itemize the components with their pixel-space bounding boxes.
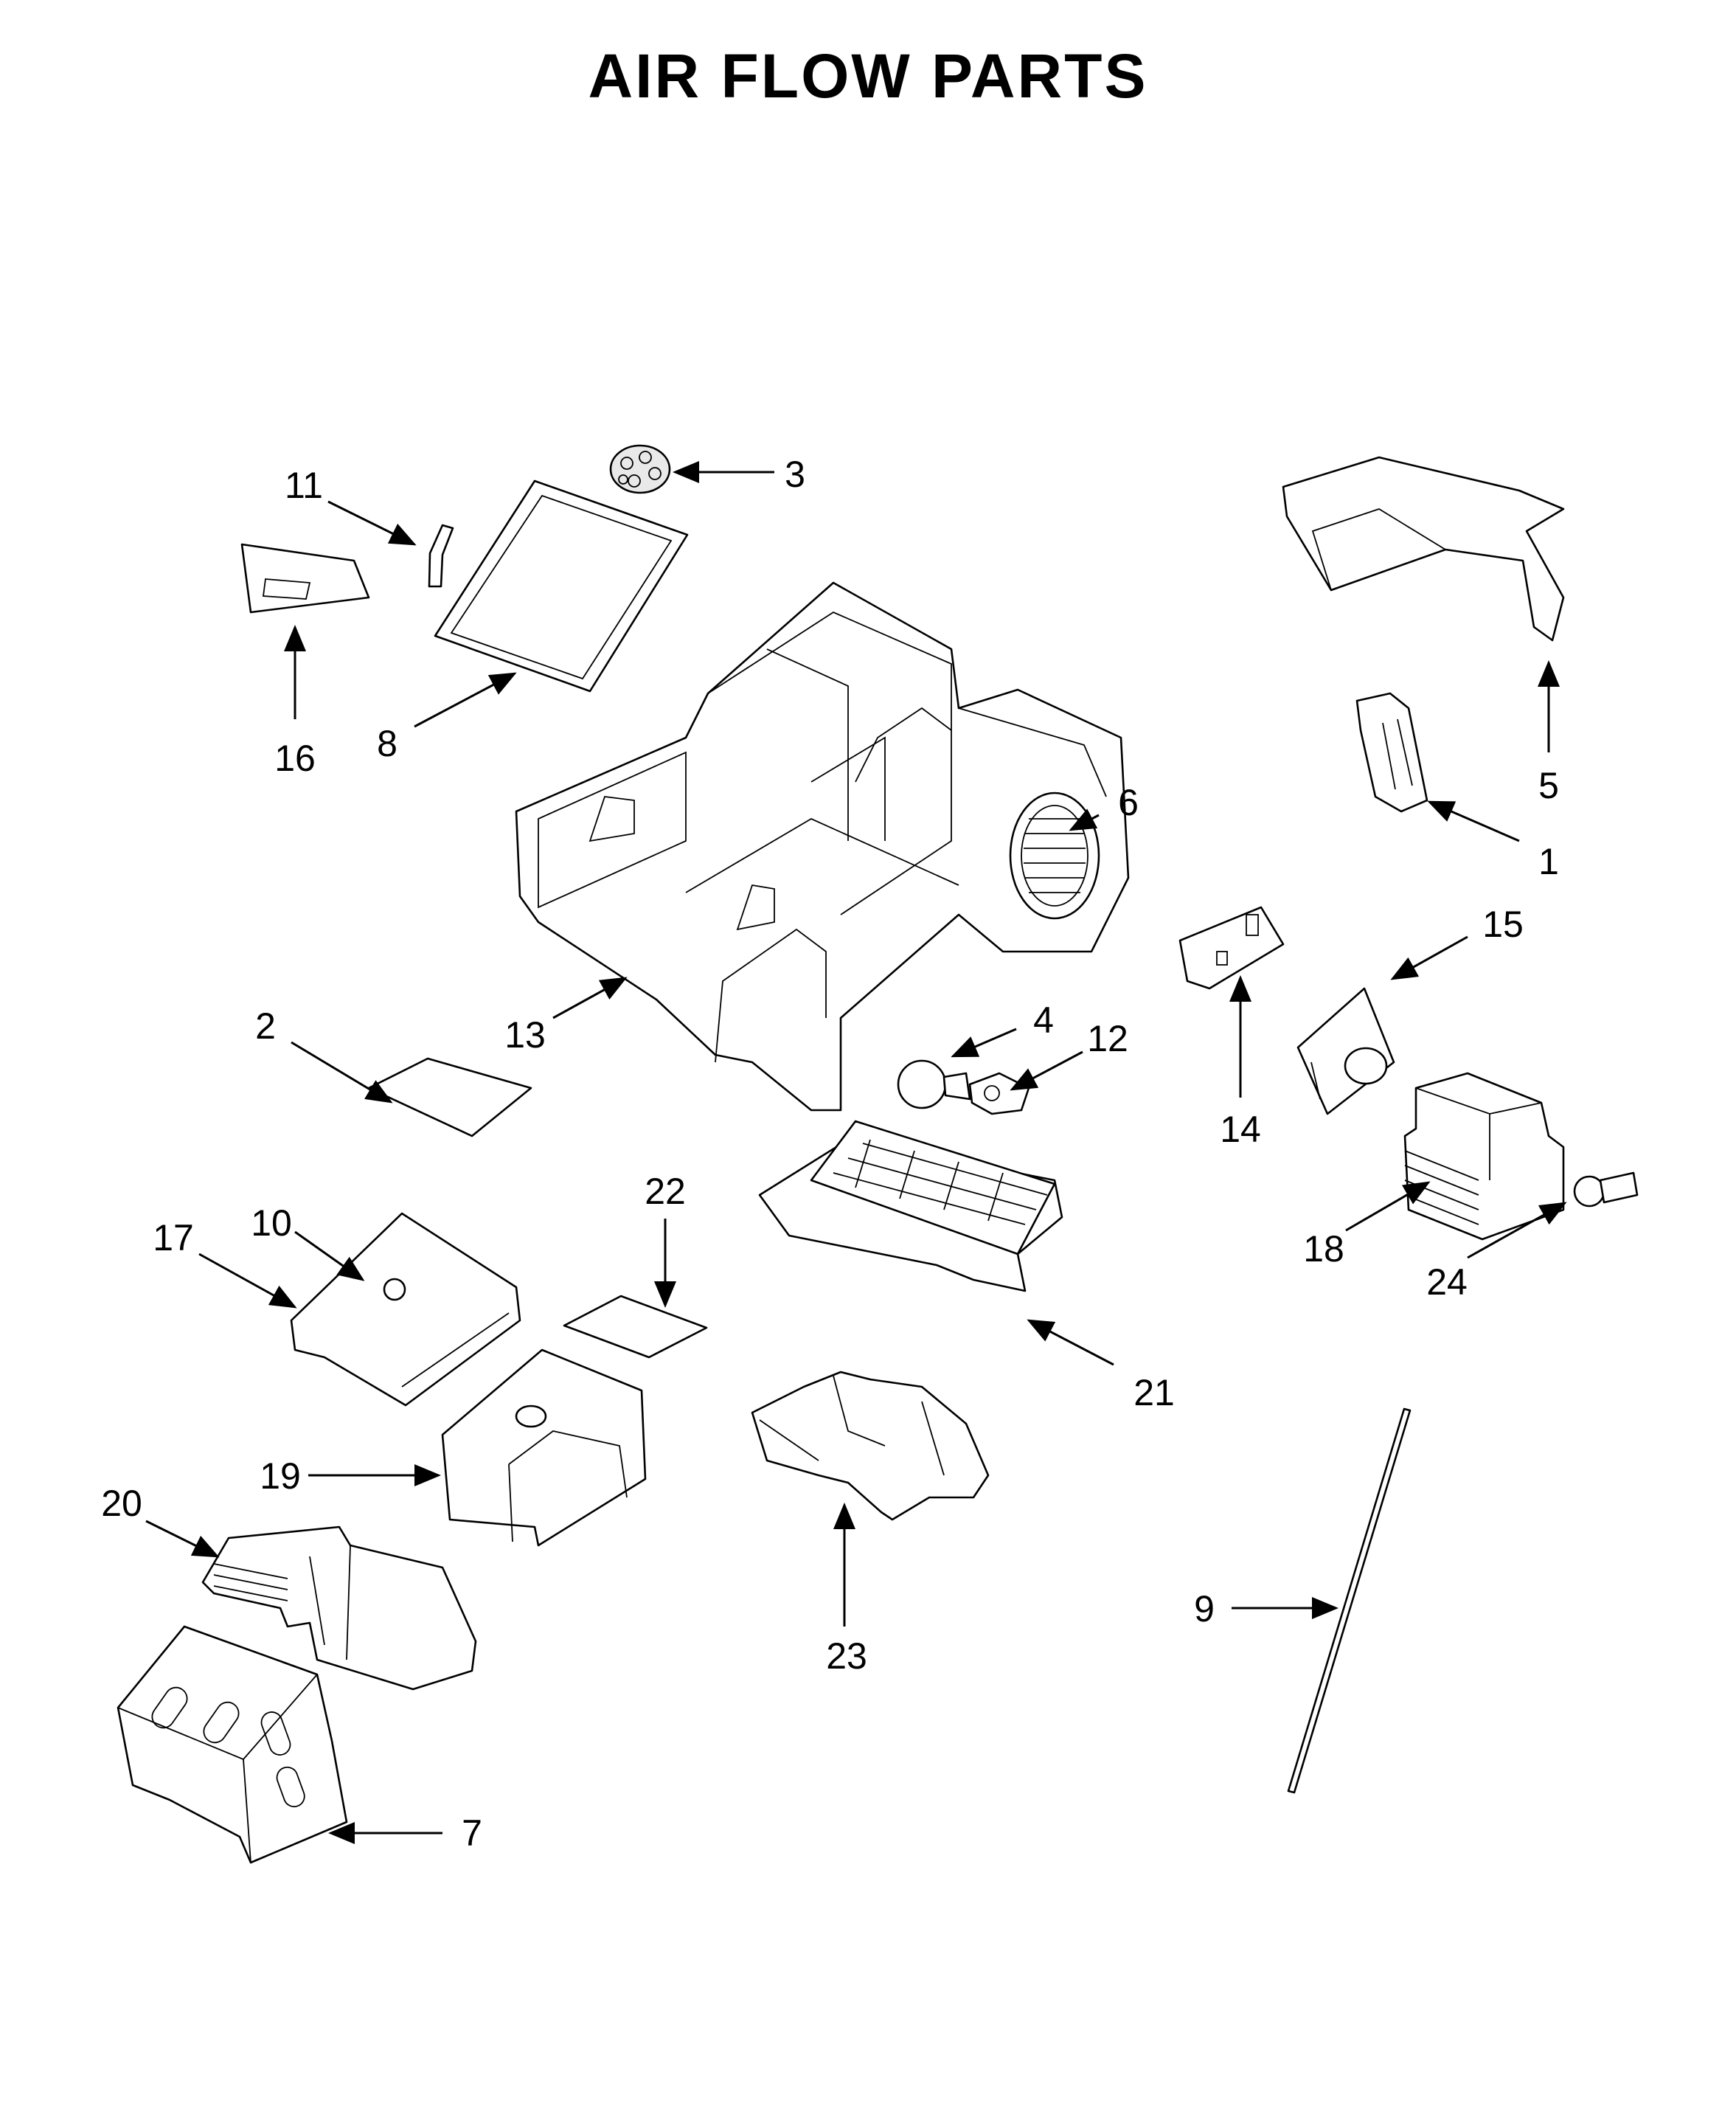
part-21-grille bbox=[758, 1120, 1063, 1292]
leader-4 bbox=[951, 1028, 1017, 1058]
leader-21 bbox=[1027, 1319, 1114, 1366]
callout-20: 20 bbox=[101, 1483, 142, 1524]
part-20-coil-bracket bbox=[201, 1525, 477, 1691]
leader-17 bbox=[198, 1253, 297, 1309]
part-17-cover bbox=[290, 1212, 521, 1407]
leader-11 bbox=[327, 500, 417, 546]
part-3-fan bbox=[609, 444, 671, 494]
part-13-housing bbox=[515, 581, 1130, 1112]
callout-7: 7 bbox=[462, 1812, 482, 1854]
leader-24 bbox=[1467, 1202, 1567, 1259]
callout-4: 4 bbox=[1033, 1000, 1054, 1041]
part-9-rod bbox=[1287, 1407, 1412, 1794]
callout-10: 10 bbox=[251, 1202, 292, 1244]
part-18-transformer bbox=[1403, 1072, 1565, 1241]
part-1-bracket bbox=[1355, 692, 1428, 813]
callout-1: 1 bbox=[1538, 841, 1559, 882]
leader-8 bbox=[414, 672, 517, 728]
callout-15: 15 bbox=[1482, 904, 1524, 945]
leader-18 bbox=[1345, 1181, 1431, 1232]
callout-16: 16 bbox=[274, 738, 316, 779]
part-7-cage bbox=[117, 1625, 348, 1864]
leader-13 bbox=[552, 977, 628, 1019]
callout-13: 13 bbox=[504, 1014, 546, 1056]
part-12-socket bbox=[968, 1072, 1030, 1115]
callout-3: 3 bbox=[785, 454, 805, 495]
part-19-duct bbox=[441, 1348, 647, 1547]
callout-24: 24 bbox=[1426, 1261, 1468, 1303]
callout-19: 19 bbox=[260, 1455, 301, 1497]
part-14-board bbox=[1178, 906, 1285, 990]
part-4-bulb bbox=[897, 1059, 971, 1109]
leader-6 bbox=[1069, 808, 1100, 831]
callout-22: 22 bbox=[645, 1171, 686, 1212]
leader-15 bbox=[1390, 935, 1468, 980]
leader-1 bbox=[1427, 800, 1520, 842]
part-8-frame bbox=[434, 479, 689, 693]
callout-18: 18 bbox=[1303, 1228, 1344, 1270]
part-16-plate bbox=[240, 543, 370, 614]
callout-14: 14 bbox=[1220, 1109, 1261, 1150]
callout-6: 6 bbox=[1118, 782, 1139, 823]
part-23-bracket bbox=[751, 1371, 990, 1521]
callout-2: 2 bbox=[255, 1005, 276, 1047]
part-5-duct bbox=[1282, 456, 1565, 642]
leader-10 bbox=[294, 1230, 365, 1281]
leader-2 bbox=[291, 1041, 393, 1104]
part-2-shield bbox=[367, 1057, 532, 1137]
part-24-thermostat bbox=[1573, 1171, 1639, 1208]
callout-12: 12 bbox=[1087, 1018, 1128, 1059]
callout-11: 11 bbox=[285, 465, 323, 506]
leader-12 bbox=[1010, 1050, 1083, 1091]
leader-20 bbox=[145, 1520, 220, 1558]
callout-21: 21 bbox=[1133, 1372, 1175, 1413]
callout-23: 23 bbox=[826, 1635, 867, 1677]
callout-17: 17 bbox=[153, 1217, 194, 1258]
callout-9: 9 bbox=[1194, 1588, 1215, 1629]
callout-8: 8 bbox=[377, 723, 397, 764]
part-11-tube bbox=[428, 524, 454, 588]
page-title: AIR FLOW PARTS bbox=[588, 41, 1148, 111]
part-22-sheet bbox=[563, 1295, 708, 1359]
callout-5: 5 bbox=[1538, 765, 1559, 806]
part-15-plate bbox=[1296, 987, 1395, 1115]
